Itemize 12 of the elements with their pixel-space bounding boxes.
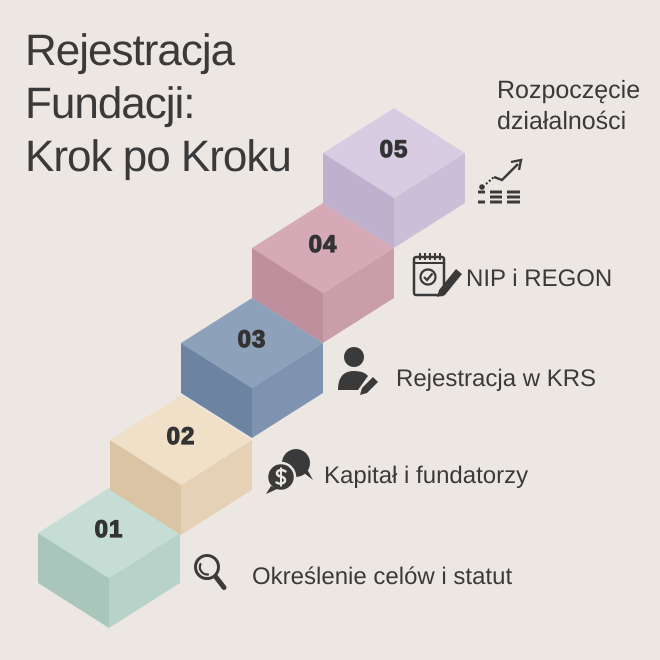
step-number: 02: [166, 423, 196, 451]
step-label: NIP i REGON: [466, 265, 612, 293]
step-number: 04: [308, 231, 338, 259]
step-label: Rejestracja w KRS: [396, 365, 596, 393]
step-number: 03: [236, 326, 268, 354]
step-number: 05: [378, 136, 410, 164]
step-label: Kapitał i fundatorzy: [324, 462, 528, 490]
title: Rejestracja Fundacji: Krok po Kroku: [25, 25, 291, 183]
step-label: Określenie celów i statut: [252, 563, 512, 591]
step-cube: [38, 488, 180, 628]
step-label: Rozpoczęcie działalności: [497, 75, 642, 137]
step-number: 01: [94, 516, 124, 544]
